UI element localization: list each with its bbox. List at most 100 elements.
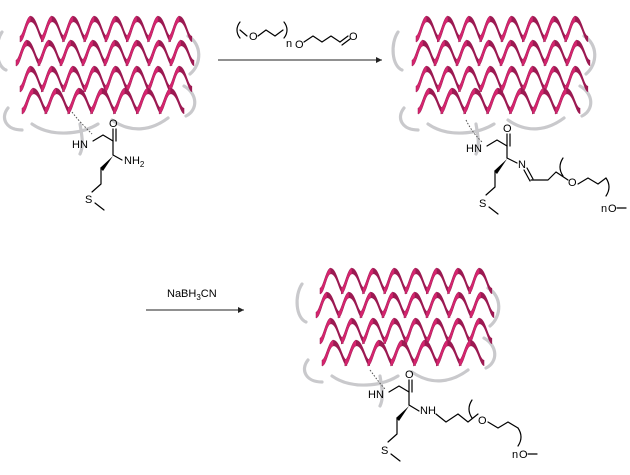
helix-ribbon-back: [475, 88, 489, 114]
helix-ribbon-front: [367, 339, 380, 367]
helix-ribbon-front: [425, 291, 438, 319]
helix-ribbon-back: [575, 16, 589, 42]
protein-cartoon-icon: [295, 267, 501, 408]
helix-ribbon-back: [351, 268, 365, 294]
helix-ribbon-front: [337, 291, 350, 319]
helix-ribbon-back: [115, 16, 129, 42]
helix-ribbon-front: [62, 65, 74, 93]
helix-ribbon-front: [521, 39, 534, 67]
helix-ribbon-front: [83, 65, 95, 93]
helix-ribbon-front: [479, 65, 491, 93]
helix-ribbon-back: [394, 318, 408, 344]
helix-ribbon-front: [458, 339, 471, 367]
coil-loop: [302, 358, 324, 384]
helix-ribbon-back: [511, 66, 525, 92]
helix-ribbon-back: [179, 16, 193, 42]
helix-ribbon-front: [564, 65, 576, 93]
helix-ribbon-back: [429, 88, 444, 114]
helix-ribbon-front: [543, 15, 555, 43]
helix-ribbon-back: [115, 40, 129, 66]
structure-amine: HN O NH O n O S: [368, 369, 538, 462]
arrowhead-icon: [238, 307, 244, 313]
amide-nh-label: HN: [466, 143, 482, 155]
helix-ribbon-front: [469, 291, 482, 319]
helix-ribbon-back: [136, 66, 150, 92]
helix-ribbon-front: [104, 15, 116, 43]
coil-loop: [0, 30, 8, 72]
helix-ribbon-back: [469, 66, 482, 92]
helix-ribbon-back: [479, 268, 493, 294]
helix-ribbon-back: [179, 66, 193, 92]
helix-ribbon-front: [136, 87, 148, 115]
helix-ribbon-front: [411, 39, 424, 67]
reagent-aldehyde-oxygen: O: [349, 31, 358, 43]
helix-ribbon-front: [479, 15, 491, 43]
helix-ribbon-back: [27, 40, 41, 66]
helix-ribbon-back: [73, 16, 86, 42]
sulfur-label: S: [479, 198, 486, 210]
carbonyl-oxygen-label: O: [109, 118, 118, 130]
coil-loop: [391, 30, 404, 72]
helix-ribbon-front: [126, 15, 138, 43]
helix-ribbon-front: [383, 317, 395, 345]
helix-ribbon-back: [566, 88, 581, 114]
helix-ribbon-back: [436, 268, 450, 294]
helix-ribbon-back: [533, 40, 547, 66]
helix-ribbon-front: [522, 15, 534, 43]
helix-ribbon-back: [373, 318, 386, 344]
helix-ribbon-front: [500, 65, 512, 93]
helix-ribbon-front: [413, 339, 426, 367]
helix-ribbon-front: [381, 291, 394, 319]
helix-ribbon-front: [463, 87, 476, 115]
peg-repeat-n: n: [512, 449, 518, 461]
helix-ribbon-back: [158, 16, 171, 42]
helix-ribbon-front: [44, 87, 57, 115]
helix-ribbon-back: [30, 66, 44, 92]
helix-ribbon-back: [447, 66, 461, 92]
helix-ribbon-back: [394, 268, 408, 294]
helix-ribbon-back: [136, 16, 150, 42]
helix-ribbon-front: [458, 65, 470, 93]
helix-ribbon-back: [554, 16, 567, 42]
helix-ribbon-front: [41, 15, 53, 43]
helix-ribbon-back: [94, 16, 108, 42]
peg-oxygen-terminal: O: [608, 203, 617, 215]
helix-ribbon-front: [522, 65, 534, 93]
helix-ribbon-back: [402, 340, 416, 366]
helix-ribbon-back: [447, 16, 461, 42]
helix-ribbon-back: [102, 88, 116, 114]
helix-ribbon-back: [351, 318, 365, 344]
helix-ribbon-back: [426, 66, 440, 92]
helix-ribbon-back: [445, 40, 459, 66]
helix-ribbon-front: [383, 267, 395, 295]
helix-ribbon-back: [158, 66, 171, 92]
helix-ribbon-back: [330, 318, 344, 344]
helix-ribbon-back: [371, 292, 385, 318]
helix-ribbon-back: [159, 40, 173, 66]
helix-ribbon-front: [341, 317, 353, 345]
helix-ribbon-front: [437, 15, 449, 43]
structure-imine: HN O N O n O S: [465, 119, 627, 215]
helix-ribbon-front: [359, 291, 372, 319]
coil-loop: [474, 122, 480, 156]
helix-ribbon-back: [426, 16, 440, 42]
helix-ribbon-front: [426, 267, 438, 295]
helix-ribbon-front: [81, 39, 94, 67]
coil-loop: [410, 368, 470, 383]
imine-nitrogen-label: N: [518, 159, 526, 171]
helix-ribbon-back: [469, 16, 482, 42]
coil-loop: [30, 122, 100, 135]
helix-ribbon-back: [437, 292, 451, 318]
carbonyl-oxygen-label: O: [503, 123, 512, 135]
helix-ribbon-back: [333, 340, 348, 366]
helix-ribbon-front: [37, 39, 50, 67]
helix-ribbon-front: [67, 87, 80, 115]
helix-ribbon-back: [415, 292, 429, 318]
helix-ribbon-back: [479, 318, 493, 344]
helix-ribbon-front: [341, 267, 353, 295]
sulfur-label: S: [381, 445, 388, 457]
helix-ribbon-front: [458, 15, 470, 43]
helix-ribbon-back: [356, 340, 370, 366]
peg-aldehyde-reagent: O n O O: [236, 21, 358, 51]
helix-ribbon-front: [169, 39, 182, 67]
